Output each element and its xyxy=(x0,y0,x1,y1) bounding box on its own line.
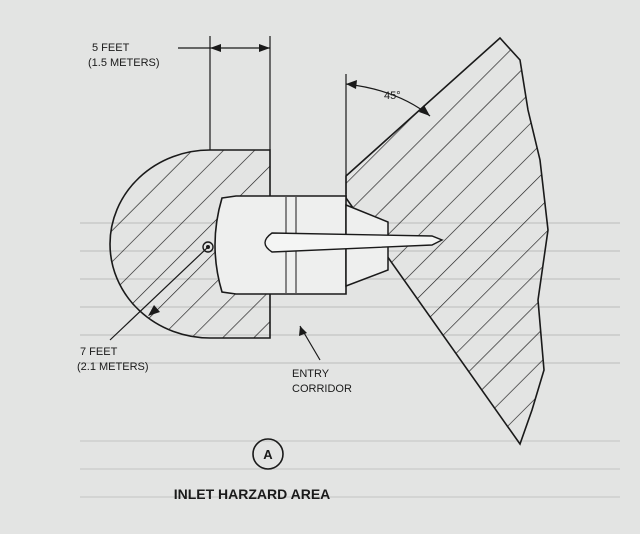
label-5-feet: 5 FEET xyxy=(92,42,130,54)
radius-7ft-arrow xyxy=(148,305,160,316)
label-corridor: CORRIDOR xyxy=(292,383,352,395)
dimension-5ft-arrow-right xyxy=(259,44,270,52)
label-entry: ENTRY xyxy=(292,368,330,380)
label-45-degrees: 45° xyxy=(384,90,401,102)
label-2-1-meters: (2.1 METERS) xyxy=(77,361,149,373)
angle-arrow-right xyxy=(419,105,430,116)
figure-letter: A xyxy=(263,447,273,462)
exhaust-cone xyxy=(264,232,444,253)
label-7-feet: 7 FEET xyxy=(80,346,118,358)
dimension-5ft-arrow-left xyxy=(210,44,221,52)
entry-corridor-arrow xyxy=(299,326,307,336)
inlet-center-point xyxy=(202,241,214,253)
figure-letter-circle xyxy=(252,438,284,470)
exhaust-hazard-zone xyxy=(345,36,549,446)
label-1-5-meters: (1.5 METERS) xyxy=(88,57,160,69)
angle-arrow-left xyxy=(346,80,357,89)
radius-7ft-leader xyxy=(109,247,208,341)
figure-title: INLET HARZARD AREA xyxy=(174,486,331,502)
